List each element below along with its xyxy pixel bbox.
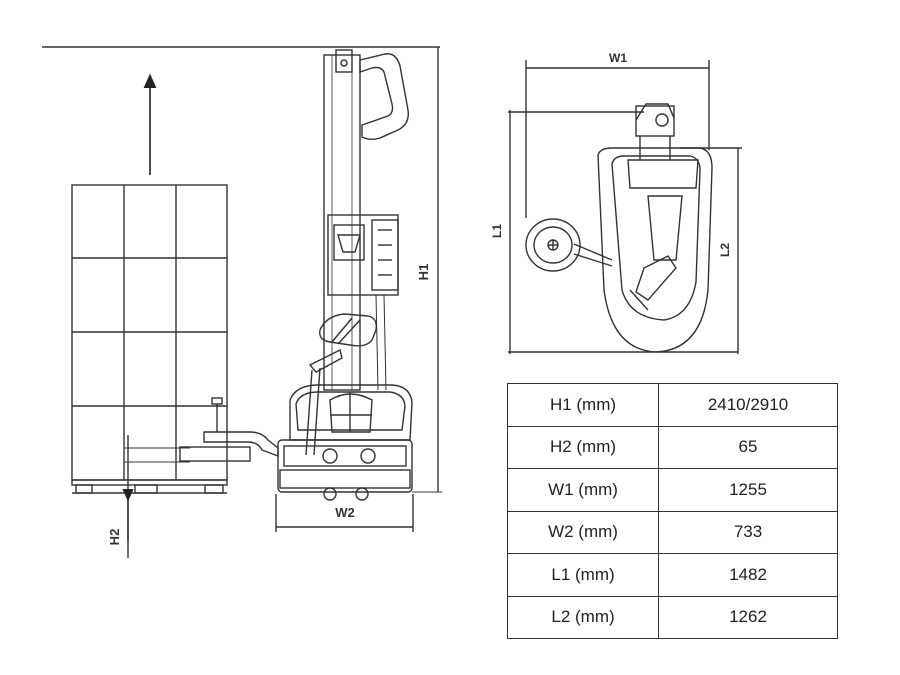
table-row: L2 (mm) 1262 xyxy=(507,595,838,639)
row-label: W2 (mm) xyxy=(507,510,659,554)
film-carriage xyxy=(327,214,399,296)
label-h1: H1 xyxy=(416,264,431,281)
table-row: W1 (mm) 1255 xyxy=(507,468,838,512)
table-row: W2 (mm) 733 xyxy=(507,510,838,554)
table-row: H1 (mm) 2410/2910 xyxy=(507,383,838,427)
row-label: H1 (mm) xyxy=(507,383,659,427)
row-value: 733 xyxy=(658,510,838,554)
machine-base xyxy=(277,439,413,501)
h1-dimension xyxy=(412,47,442,493)
steering-handle xyxy=(305,313,378,456)
w2-dimension xyxy=(275,494,414,532)
top-arm xyxy=(359,53,409,140)
top-machine-outline xyxy=(597,103,713,353)
top-view xyxy=(508,60,742,354)
w1-dimension xyxy=(525,60,710,218)
side-view xyxy=(42,46,442,558)
pallet xyxy=(71,479,228,494)
table-row: H2 (mm) 65 xyxy=(507,425,838,469)
label-l1: L1 xyxy=(490,224,504,238)
l1-dimension xyxy=(508,110,738,354)
machine-body xyxy=(289,384,413,441)
mast xyxy=(323,49,361,391)
dimensions-table: H1 (mm) 2410/2910 H2 (mm) 65 W1 (mm) 125… xyxy=(507,383,838,639)
row-label: L2 (mm) xyxy=(507,595,659,639)
row-value: 1255 xyxy=(658,468,838,512)
row-label: H2 (mm) xyxy=(507,425,659,469)
row-label: W1 (mm) xyxy=(507,468,659,512)
row-value: 2410/2910 xyxy=(658,383,838,427)
table-row: L1 (mm) 1482 xyxy=(507,553,838,597)
top-outrigger xyxy=(525,218,613,272)
label-l2: L2 xyxy=(718,243,732,257)
row-label: L1 (mm) xyxy=(507,553,659,597)
outrigger-arm xyxy=(179,397,279,462)
h2-dimension xyxy=(122,435,190,558)
row-value: 1262 xyxy=(658,595,838,639)
label-w2: W2 xyxy=(335,505,355,520)
label-w1: W1 xyxy=(609,51,627,65)
label-h2: H2 xyxy=(107,529,122,546)
row-value: 65 xyxy=(658,425,838,469)
row-value: 1482 xyxy=(658,553,838,597)
